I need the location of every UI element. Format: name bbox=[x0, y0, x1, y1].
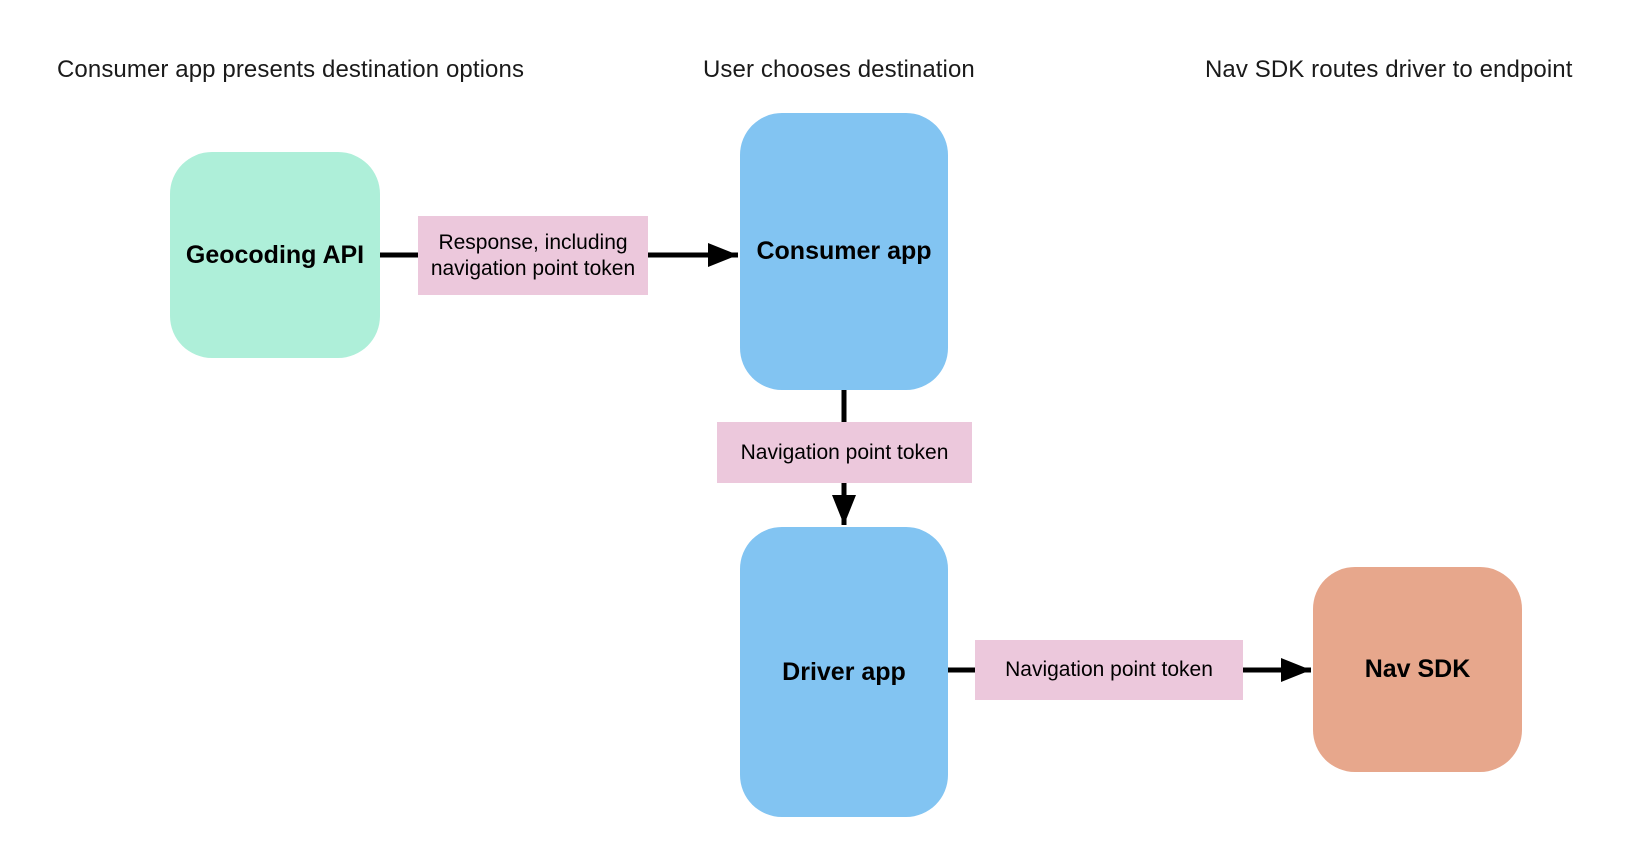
edge-label-navigation-point-token-consumer-driver: Navigation point token bbox=[717, 422, 972, 483]
node-geocoding-api-label: Geocoding API bbox=[185, 240, 365, 269]
stage-label-navsdk-routes: Nav SDK routes driver to endpoint bbox=[1205, 56, 1573, 83]
node-driver-app: Driver app bbox=[740, 527, 948, 817]
node-nav-sdk: Nav SDK bbox=[1313, 567, 1522, 772]
node-driver-app-label: Driver app bbox=[782, 657, 906, 686]
node-geocoding-api: Geocoding API bbox=[170, 152, 380, 358]
edge-label-navigation-point-token-driver-navsdk-text: Navigation point token bbox=[1005, 658, 1213, 681]
edge-label-navigation-point-token-consumer-driver-text: Navigation point token bbox=[740, 440, 949, 464]
stage-label-user-chooses: User chooses destination bbox=[703, 56, 975, 83]
edge-label-response-including-token-text: Response, including navigation point tok… bbox=[430, 230, 636, 280]
edge-label-navigation-point-token-driver-navsdk: Navigation point token bbox=[975, 640, 1243, 700]
edge-label-response-including-token: Response, including navigation point tok… bbox=[418, 216, 648, 295]
node-consumer-app-label: Consumer app bbox=[756, 237, 932, 265]
node-nav-sdk-label: Nav SDK bbox=[1364, 655, 1471, 683]
node-consumer-app: Consumer app bbox=[740, 113, 948, 390]
stage-label-consumer-presents: Consumer app presents destination option… bbox=[57, 56, 525, 83]
